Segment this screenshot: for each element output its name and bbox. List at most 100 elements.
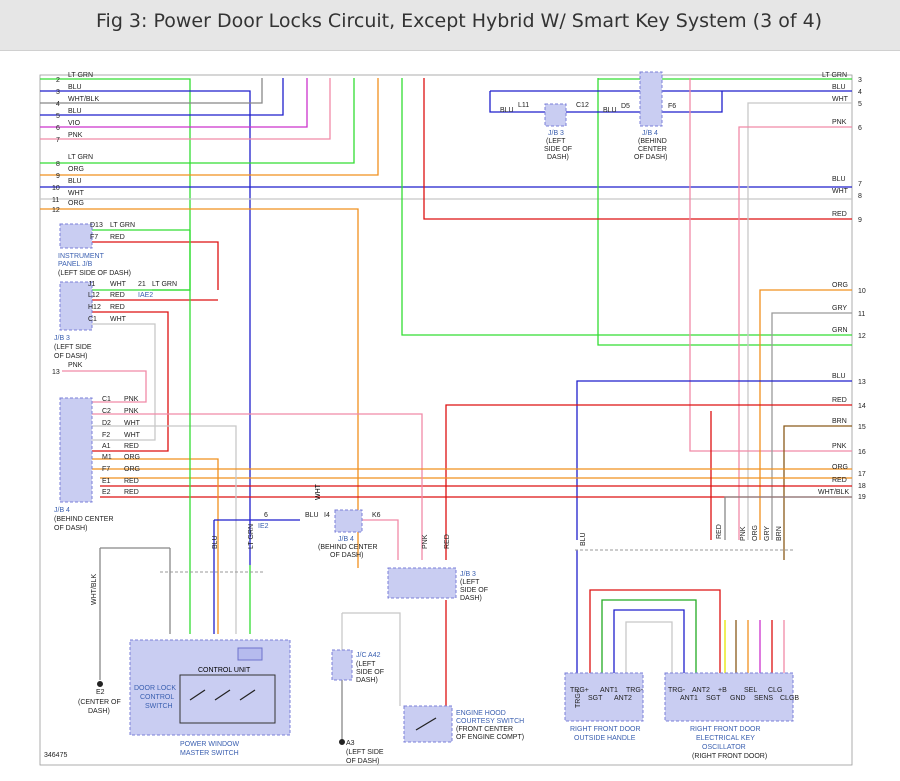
svg-text:J/B 4: J/B 4	[338, 536, 354, 543]
svg-text:D13: D13	[90, 222, 103, 229]
svg-text:(LEFT: (LEFT	[460, 579, 480, 586]
jc-a42	[331, 649, 353, 681]
vertical-wire-labels: BLU RED PNK ORG GRY BRN BLU LT GRN PNK R…	[212, 524, 783, 549]
svg-text:K6: K6	[372, 512, 381, 519]
svg-text:GRY: GRY	[832, 305, 847, 312]
svg-text:D5: D5	[621, 103, 630, 110]
svg-text:A1: A1	[102, 443, 111, 450]
svg-text:6: 6	[56, 125, 60, 132]
wire-red-14r	[445, 404, 852, 560]
oscillator-box	[664, 672, 794, 722]
svg-text:F7: F7	[102, 466, 110, 473]
jb4-left	[59, 397, 93, 503]
svg-text:ORG: ORG	[68, 200, 84, 207]
wire-brn-15r	[783, 425, 852, 560]
svg-text:8: 8	[56, 161, 60, 168]
wire-red-9r	[423, 78, 852, 220]
svg-text:13: 13	[52, 369, 60, 376]
svg-text:C2: C2	[102, 408, 111, 415]
wire-wht-blk-4	[40, 78, 263, 104]
door-wires	[576, 550, 785, 673]
instrument-panel-jb	[59, 223, 93, 249]
svg-text:PNK: PNK	[68, 362, 83, 369]
svg-text:BLU: BLU	[68, 84, 82, 91]
svg-text:12: 12	[52, 207, 60, 214]
wire-gry-11r	[771, 312, 852, 540]
svg-text:SIDE OF: SIDE OF	[460, 587, 488, 594]
svg-text:SGT: SGT	[588, 695, 603, 702]
svg-text:TRG-: TRG-	[668, 687, 686, 694]
svg-text:C12: C12	[576, 102, 589, 109]
svg-text:RED: RED	[444, 534, 451, 549]
svg-text:SEL: SEL	[744, 687, 757, 694]
svg-text:GND: GND	[730, 695, 746, 702]
svg-text:RED: RED	[124, 443, 139, 450]
svg-text:ANT2: ANT2	[692, 687, 710, 694]
svg-text:SWITCH: SWITCH	[145, 703, 173, 710]
svg-text:DOOR LOCK: DOOR LOCK	[134, 685, 176, 692]
left-component-wires	[62, 229, 852, 740]
svg-text:6: 6	[858, 125, 862, 132]
svg-text:(BEHIND: (BEHIND	[638, 138, 667, 145]
svg-text:WHT/BLK: WHT/BLK	[818, 489, 849, 496]
svg-text:SIDE OF: SIDE OF	[356, 669, 384, 676]
svg-text:10: 10	[858, 288, 866, 295]
svg-text:(BEHIND CENTER: (BEHIND CENTER	[54, 516, 114, 523]
svg-text:RED: RED	[110, 292, 125, 299]
wire-wht-d2	[92, 425, 237, 634]
svg-text:OSCILLATOR: OSCILLATOR	[702, 744, 746, 751]
svg-text:RED: RED	[832, 397, 847, 404]
svg-text:12: 12	[858, 333, 866, 340]
svg-text:346475: 346475	[44, 752, 67, 759]
svg-text:19: 19	[858, 494, 866, 501]
svg-text:C1: C1	[102, 396, 111, 403]
title-bar: Fig 3: Power Door Locks Circuit, Except …	[0, 0, 900, 51]
wire-blu-13r	[576, 380, 852, 540]
svg-text:SIDE OF: SIDE OF	[544, 146, 572, 153]
svg-text:TRG+: TRG+	[570, 687, 589, 694]
svg-text:7: 7	[858, 181, 862, 188]
svg-text:H12: H12	[88, 304, 101, 311]
svg-text:OUTSIDE HANDLE: OUTSIDE HANDLE	[574, 735, 636, 742]
svg-text:PNK: PNK	[124, 408, 139, 415]
svg-text:MASTER SWITCH: MASTER SWITCH	[180, 750, 239, 757]
svg-text:WHT: WHT	[832, 96, 849, 103]
svg-text:10: 10	[52, 185, 60, 192]
svg-text:D2: D2	[102, 420, 111, 427]
svg-text:ORG: ORG	[124, 454, 140, 461]
svg-text:LT GRN: LT GRN	[248, 524, 255, 549]
svg-text:(LEFT: (LEFT	[356, 661, 376, 668]
wire-red-f7	[92, 241, 219, 290]
svg-text:BRN: BRN	[776, 526, 783, 541]
svg-text:DASH): DASH)	[356, 677, 378, 684]
wire-pnk-7	[40, 78, 331, 140]
svg-text:A3: A3	[346, 740, 355, 747]
svg-text:(RIGHT FRONT DOOR): (RIGHT FRONT DOOR)	[692, 753, 767, 760]
svg-text:(CENTER OF: (CENTER OF	[78, 699, 121, 706]
wire-pnk-16r	[689, 78, 852, 452]
svg-text:5: 5	[56, 113, 60, 120]
wire-org-m1	[92, 458, 219, 634]
svg-text:RIGHT FRONT DOOR: RIGHT FRONT DOOR	[690, 726, 761, 733]
svg-text:ANT2: ANT2	[614, 695, 632, 702]
svg-text:CONTROL UNIT: CONTROL UNIT	[198, 667, 251, 674]
jb4-mid	[334, 509, 363, 533]
svg-text:ORG: ORG	[68, 166, 84, 173]
control-unit-block	[237, 647, 263, 661]
svg-text:I4: I4	[324, 512, 330, 519]
wire-wht-c1	[92, 323, 156, 441]
svg-text:RED: RED	[110, 234, 125, 241]
svg-text:RED: RED	[716, 524, 723, 539]
svg-text:E1: E1	[102, 478, 111, 485]
svg-text:4: 4	[56, 101, 60, 108]
svg-text:PNK: PNK	[832, 119, 847, 126]
svg-text:BLU: BLU	[832, 176, 846, 183]
svg-text:21: 21	[138, 281, 146, 288]
wire-org-9	[40, 78, 379, 176]
svg-text:9: 9	[56, 173, 60, 180]
svg-text:RIGHT FRONT DOOR: RIGHT FRONT DOOR	[570, 726, 641, 733]
svg-text:BLU: BLU	[68, 178, 82, 185]
svg-text:RED: RED	[832, 477, 847, 484]
